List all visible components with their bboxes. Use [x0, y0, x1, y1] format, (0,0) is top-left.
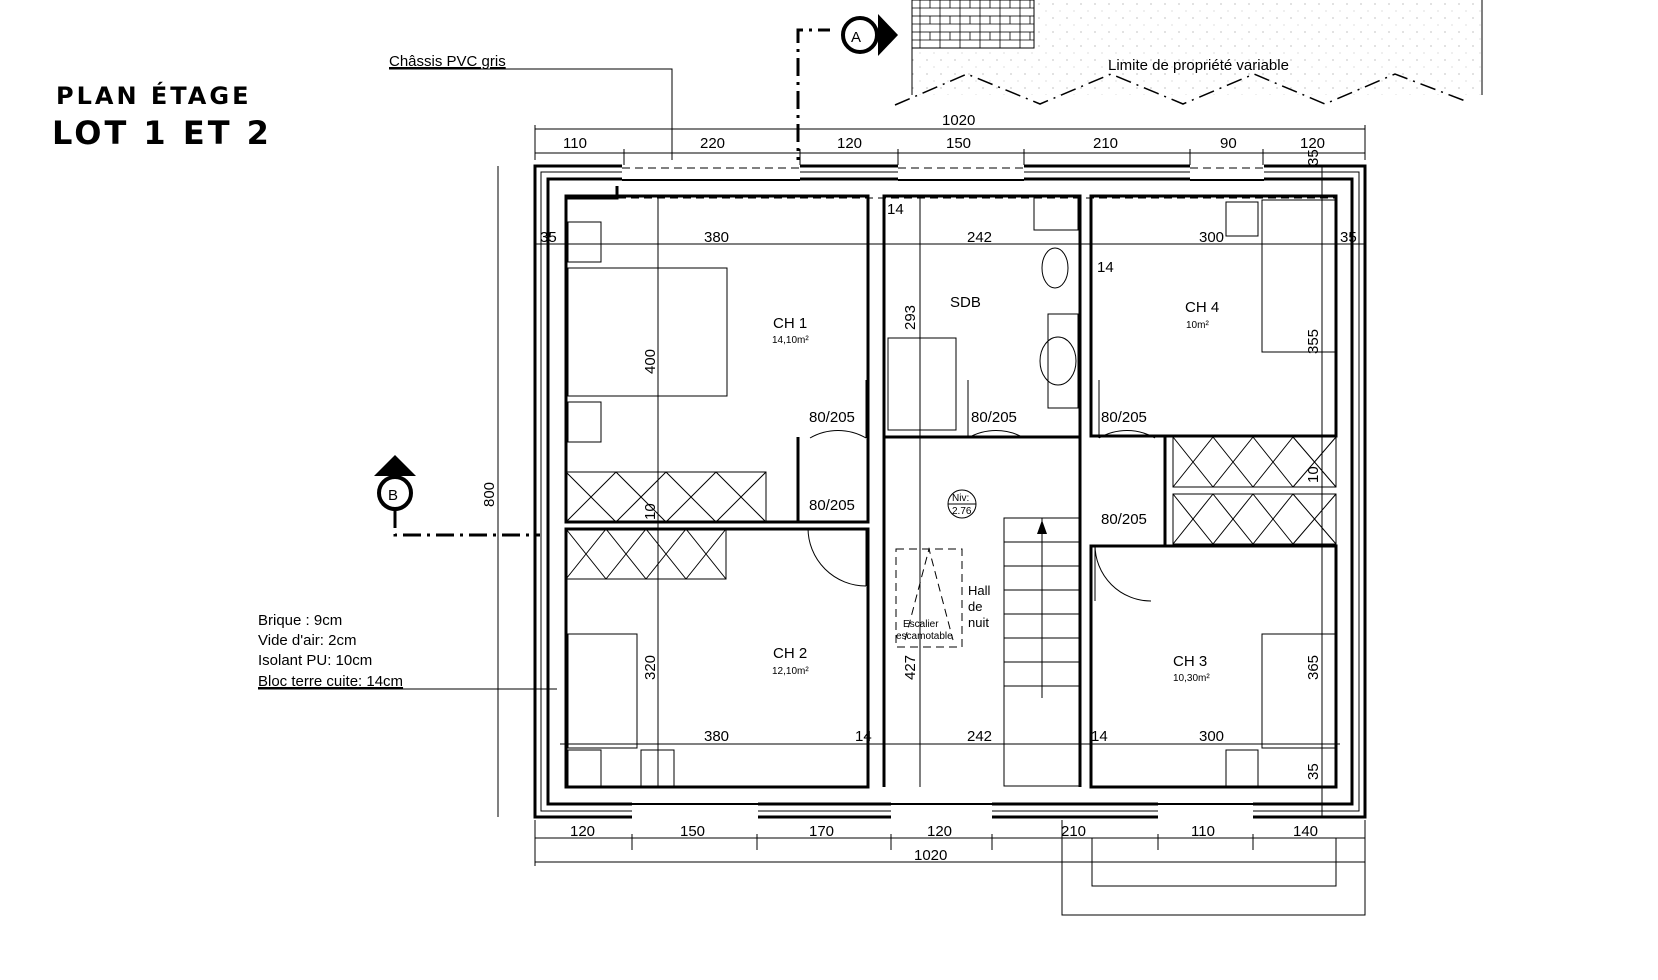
svg-text:1020: 1020	[942, 112, 975, 129]
level-marker: Niv: 2.76	[947, 489, 977, 519]
room-ch3-area: 10,30m²	[1173, 673, 1210, 684]
svg-text:110: 110	[1191, 823, 1215, 840]
room-ch4-area: 10m²	[1186, 320, 1209, 331]
wall-composition-note: Brique : 9cm Vide d'air: 2cm Isolant PU:…	[258, 612, 557, 690]
exterior-walls	[533, 160, 1367, 824]
section-marker-b[interactable]: B	[374, 455, 540, 537]
svg-text:355: 355	[1305, 329, 1322, 354]
svg-text:35: 35	[1305, 149, 1322, 166]
svg-text:242: 242	[967, 728, 992, 745]
room-ch4-name: CH 4	[1185, 299, 1219, 316]
plan-subtitle: LOT 1 ET 2	[52, 114, 272, 152]
svg-text:210: 210	[1093, 135, 1118, 152]
svg-text:80/205: 80/205	[1101, 409, 1147, 426]
svg-text:80/205: 80/205	[1101, 511, 1147, 528]
svg-text:400: 400	[642, 349, 659, 374]
svg-text:14: 14	[855, 728, 872, 745]
svg-text:1020: 1020	[914, 847, 947, 864]
chassis-label: Châssis PVC gris	[389, 53, 506, 70]
svg-text:170: 170	[809, 823, 834, 840]
svg-text:120: 120	[837, 135, 862, 152]
svg-text:150: 150	[946, 135, 971, 152]
svg-text:380: 380	[704, 229, 729, 246]
room-hall-line3: nuit	[968, 615, 989, 630]
svg-text:210: 210	[1061, 823, 1086, 840]
section-b-label: B	[388, 487, 398, 504]
svg-text:Bloc terre cuite: 14cm: Bloc terre cuite: 14cm	[258, 673, 403, 690]
svg-text:140: 140	[1293, 823, 1318, 840]
room-hall-line2: de	[968, 599, 982, 614]
svg-text:120: 120	[927, 823, 952, 840]
svg-text:110: 110	[563, 135, 587, 152]
svg-text:365: 365	[1305, 655, 1322, 680]
svg-text:35: 35	[540, 229, 557, 246]
svg-text:Niv:: Niv:	[952, 493, 969, 504]
section-marker-a[interactable]: A	[796, 14, 898, 175]
svg-text:Isolant PU: 10cm: Isolant PU: 10cm	[258, 652, 372, 669]
svg-text:Vide d'air: 2cm: Vide d'air: 2cm	[258, 632, 356, 649]
svg-text:80/205: 80/205	[809, 409, 855, 426]
dimension-lines: 1020 110 220 120 150 210 90 120 120 150 …	[481, 112, 1366, 866]
svg-text:Brique : 9cm: Brique : 9cm	[258, 612, 342, 629]
svg-text:2.76: 2.76	[952, 506, 972, 517]
svg-text:14: 14	[1097, 259, 1114, 276]
svg-text:120: 120	[570, 823, 595, 840]
svg-text:80/205: 80/205	[971, 409, 1017, 426]
room-ch3-name: CH 3	[1173, 653, 1207, 670]
svg-text:242: 242	[967, 229, 992, 246]
svg-text:293: 293	[902, 305, 919, 330]
svg-text:35: 35	[1340, 229, 1357, 246]
svg-text:14: 14	[1091, 728, 1108, 745]
section-a-label: A	[851, 29, 861, 46]
room-ch1-area: 14,10m²	[772, 335, 809, 346]
svg-text:80/205: 80/205	[809, 497, 855, 514]
room-ch2-name: CH 2	[773, 645, 807, 662]
attic-stair-label-2: escamotable	[896, 631, 953, 642]
svg-text:427: 427	[902, 655, 919, 680]
svg-text:800: 800	[481, 482, 498, 507]
terrace-outline	[1061, 820, 1366, 916]
svg-text:300: 300	[1199, 728, 1224, 745]
svg-text:14: 14	[887, 201, 904, 218]
interior-walls	[564, 186, 1338, 789]
room-ch1-name: CH 1	[773, 315, 807, 332]
door-labels: 80/205 80/205 80/205 80/205 80/205	[809, 409, 1147, 528]
room-labels: CH 1 14,10m² SDB CH 4 10m² CH 2 12,10m² …	[772, 294, 1219, 684]
room-hall-line1: Hall	[968, 583, 991, 598]
room-sdb-name: SDB	[950, 294, 981, 311]
property-limit-label: Limite de propriété variable	[1108, 57, 1289, 74]
attic-stair-label-1: Escalier	[903, 619, 939, 630]
svg-text:300: 300	[1199, 229, 1224, 246]
svg-text:120: 120	[1300, 135, 1325, 152]
plan-title: PLAN ÉTAGE	[56, 81, 251, 110]
svg-text:35: 35	[1305, 763, 1322, 780]
property-zone: Limite de propriété variable	[894, 0, 1483, 106]
svg-text:380: 380	[704, 728, 729, 745]
svg-text:150: 150	[680, 823, 705, 840]
svg-text:10: 10	[642, 503, 659, 520]
svg-text:10: 10	[1305, 466, 1322, 483]
svg-text:220: 220	[700, 135, 725, 152]
room-ch2-area: 12,10m²	[772, 666, 809, 677]
svg-text:90: 90	[1220, 135, 1237, 152]
svg-text:320: 320	[642, 655, 659, 680]
